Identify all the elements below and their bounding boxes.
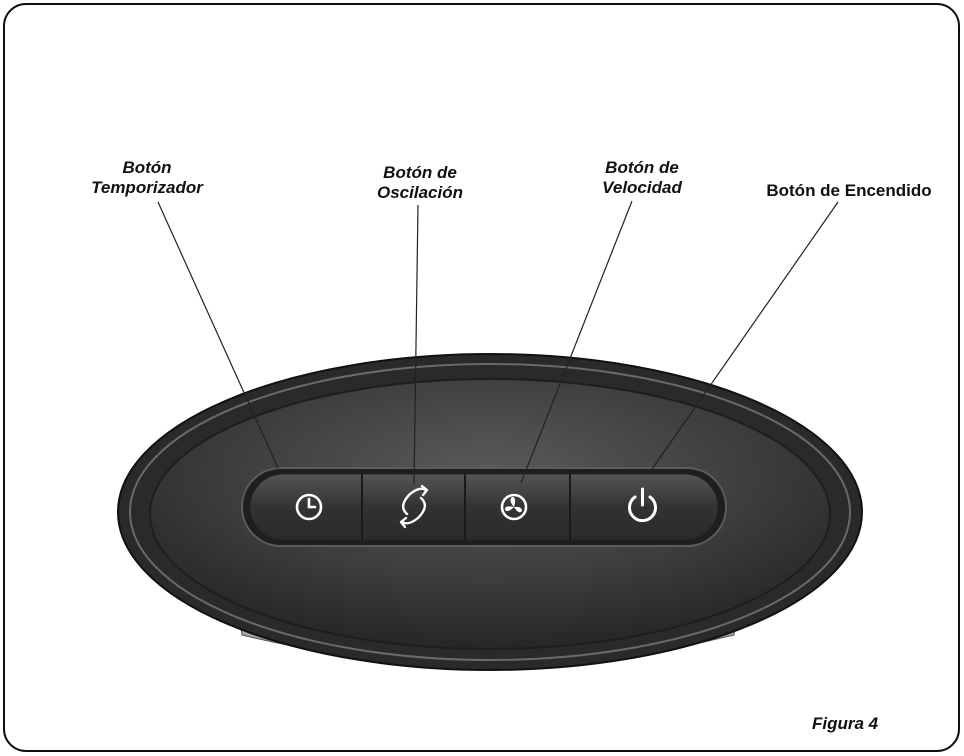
panel-rim-highlight — [129, 363, 851, 661]
fan-icon — [500, 493, 528, 521]
speed-button[interactable] — [467, 476, 568, 538]
clock-icon — [295, 493, 323, 521]
leader-line-timer — [157, 201, 279, 469]
label-line: Temporizador — [91, 178, 203, 197]
label-line: Velocidad — [602, 178, 682, 197]
label-line: Botón de — [383, 163, 457, 182]
oscillation-button[interactable] — [364, 476, 463, 538]
label-oscillation-button: Botón de Oscilación — [350, 163, 490, 203]
leader-line-speed — [520, 200, 633, 484]
leader-line-oscillation — [413, 204, 419, 486]
button-bar — [249, 473, 719, 541]
label-line: Botón de — [605, 158, 679, 177]
label-power-button: Botón de Encendido — [766, 181, 932, 200]
figure-caption: Figura 4 — [812, 714, 879, 733]
label-timer-button: Botón Temporizador — [62, 158, 232, 198]
oscillation-icon — [399, 484, 429, 529]
label-speed-button: Botón de Velocidad — [572, 158, 712, 198]
power-button[interactable] — [572, 476, 716, 538]
label-line: Botón — [122, 158, 172, 177]
label-line: Oscilación — [377, 183, 463, 202]
timer-button[interactable] — [252, 476, 360, 538]
leader-line-power — [649, 201, 839, 473]
power-icon — [628, 487, 657, 523]
